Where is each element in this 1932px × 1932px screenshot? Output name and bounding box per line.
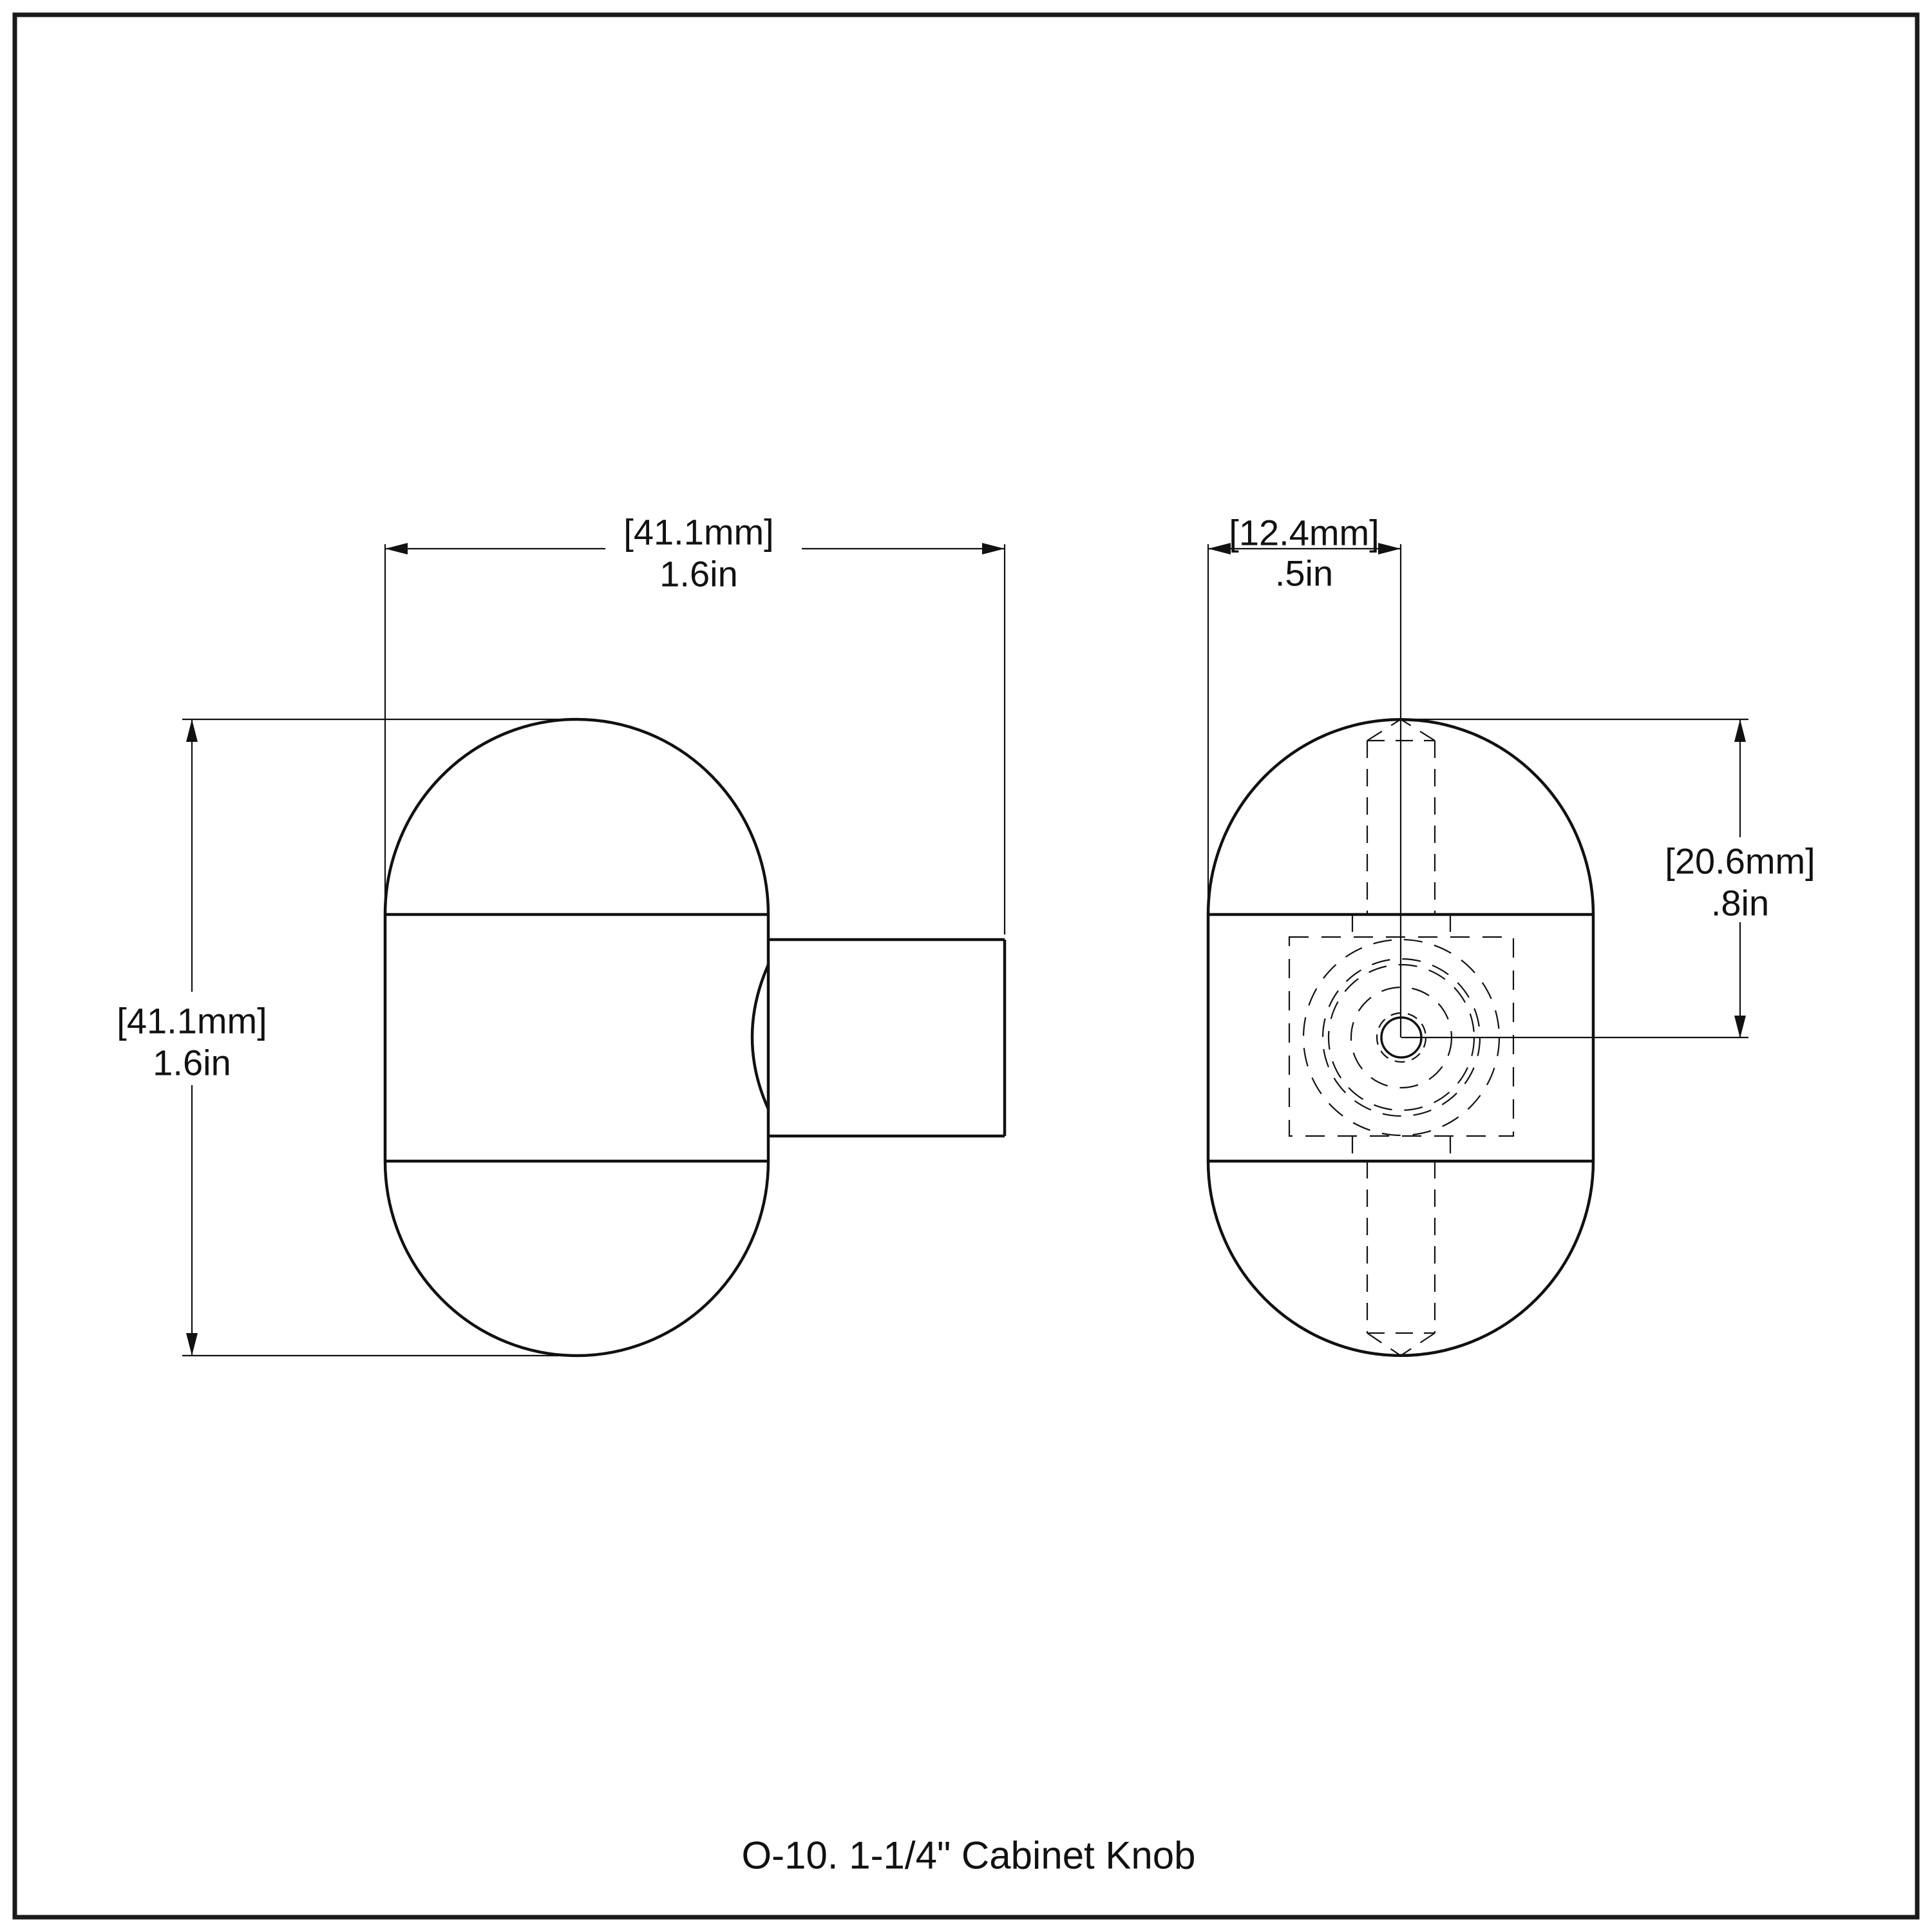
width-arrow-left bbox=[385, 543, 408, 554]
half-height-arrow-top bbox=[1734, 719, 1746, 742]
height-arrow-bottom bbox=[186, 1333, 198, 1356]
screw-tip-chamfer-bottom-right bbox=[1400, 1332, 1435, 1356]
height-dimension-metric-label: [41.1mm] bbox=[117, 1001, 267, 1041]
knob-stem bbox=[750, 938, 1007, 1138]
radius-arrow-left bbox=[1208, 543, 1231, 554]
height-dimension-imperial-label: 1.6in bbox=[153, 1043, 231, 1083]
half-height-dimension-imperial-label: .8in bbox=[1711, 883, 1769, 923]
radius-dimension: [12.4mm] .5in bbox=[1207, 513, 1401, 914]
half-height-dimension: [20.6mm] .8in bbox=[1401, 718, 1815, 1038]
radius-arrow-right bbox=[1378, 543, 1401, 554]
stem-fillet-arc bbox=[750, 964, 770, 1110]
drawing-border bbox=[12, 12, 1920, 1920]
drawing-caption: O-10. 1-1/4" Cabinet Knob bbox=[741, 1834, 1195, 1877]
profile-view: [12.4mm] .5in [20.6mm] .8in bbox=[1206, 513, 1815, 1358]
width-dimension: [41.1mm] 1.6in bbox=[384, 512, 1006, 934]
width-dimension-metric-label: [41.1mm] bbox=[623, 512, 773, 553]
screw-tip-chamfer-bottom-left bbox=[1367, 1332, 1401, 1356]
half-height-dimension-metric-label: [20.6mm] bbox=[1665, 841, 1815, 882]
radius-dimension-metric-label: [12.4mm] bbox=[1229, 513, 1379, 553]
radius-dimension-imperial-label: .5in bbox=[1275, 553, 1333, 594]
height-arrow-top bbox=[186, 719, 198, 742]
front-view: [41.1mm] 1.6in [41.1mm] 1.6in bbox=[117, 512, 1007, 1358]
screw-tip-chamfer-top-left bbox=[1367, 719, 1401, 741]
half-height-arrow-bottom bbox=[1734, 1016, 1746, 1038]
height-dimension: [41.1mm] 1.6in bbox=[117, 718, 577, 1357]
width-arrow-right bbox=[982, 543, 1005, 554]
screw-tip-chamfer-top-right bbox=[1400, 719, 1435, 741]
width-dimension-imperial-label: 1.6in bbox=[659, 554, 737, 594]
